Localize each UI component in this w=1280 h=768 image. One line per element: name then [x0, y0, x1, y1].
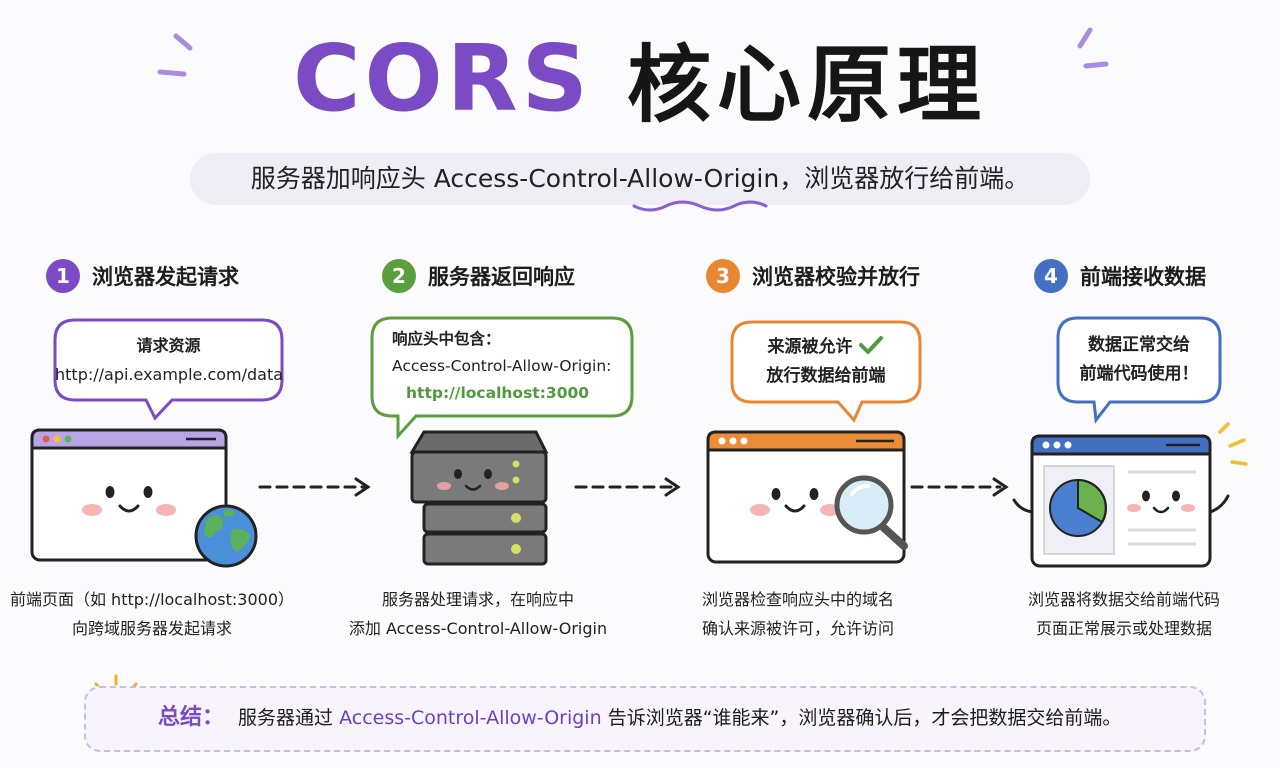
step-3-caption-line-1: 浏览器检查响应头中的域名: [701, 590, 894, 609]
summary-highlight: Access-Control-Allow-Origin: [339, 707, 602, 729]
speech-bubble-2: [370, 316, 634, 440]
step-3-heading: 3 浏览器校验并放行: [706, 258, 920, 294]
summary-after: 告诉浏览器“谁能来”，浏览器确认后，才会把数据交给前端。: [607, 707, 1122, 729]
step-1-caption-line-2: 向跨域服务器发起请求: [71, 619, 232, 638]
step-4-label: 前端接收数据: [1080, 265, 1206, 289]
summary-label: 总结：: [158, 705, 225, 730]
page-title: CORS 核心原理: [0, 18, 1280, 134]
speech-bubble-1: [53, 318, 284, 421]
step-3-caption: 浏览器检查响应头中的域名 确认来源被许可，允许访问: [648, 585, 948, 643]
bubble-2-text: 响应头中包含： Access-Control-Allow-Origin: htt…: [392, 326, 628, 407]
browser-window-1: [30, 428, 228, 562]
step-2-caption: 服务器处理请求，在响应中 添加 Access-Control-Allow-Ori…: [328, 585, 628, 643]
magnifier-icon: [834, 475, 908, 550]
checkmark-icon: [859, 336, 884, 354]
step-4-number: 4: [1034, 259, 1068, 293]
bubble-3-text: 来源被允许 放行数据给前端: [732, 333, 920, 391]
bubble-1-line-1: 请求资源: [136, 336, 201, 355]
summary-text: 总结： 服务器通过 Access-Control-Allow-Origin 告诉浏…: [158, 703, 1121, 733]
step-3-label: 浏览器校验并放行: [752, 265, 920, 289]
step-1-caption: 前端页面（如 http://localhost:3000） 向跨域服务器发起请求: [2, 585, 302, 643]
arrow-3-to-4: [910, 477, 1009, 497]
bubble-4-line-2: 前端代码使用！: [1079, 364, 1199, 384]
server-icon: [409, 430, 549, 566]
subtitle-underline: [632, 200, 768, 212]
globe-icon: [194, 504, 258, 568]
step-4-caption-line-2: 页面正常展示或处理数据: [1035, 619, 1212, 638]
summary-before: 服务器通过: [238, 707, 334, 729]
step-1-number: 1: [46, 259, 80, 293]
bubble-1-text: 请求资源 http://api.example.com/data: [55, 331, 284, 389]
step-1-label: 浏览器发起请求: [92, 265, 239, 289]
step-2-heading: 2 服务器返回响应: [382, 258, 575, 294]
step-4-caption-line-1: 浏览器将数据交给前端代码: [1027, 590, 1220, 609]
title-cn: 核心原理: [626, 36, 987, 134]
step-3-number: 3: [706, 259, 740, 293]
step-2-number: 2: [382, 259, 416, 293]
browser-window-4: [1012, 434, 1230, 568]
bubble-2-line-3: http://localhost:3000: [406, 384, 590, 402]
step-3-caption-line-2: 确认来源被许可，允许访问: [701, 619, 894, 638]
step-2-caption-line-2: 添加 Access-Control-Allow-Origin: [348, 619, 608, 638]
step-4-heading: 4 前端接收数据: [1034, 258, 1206, 294]
subtitle-banner: 服务器加响应头 Access-Control-Allow-Origin，浏览器放…: [190, 153, 1090, 205]
title-sparkles: [157, 27, 1109, 77]
step-1-heading: 1 浏览器发起请求: [46, 258, 239, 294]
bubble-1-line-2: http://api.example.com/data: [55, 365, 284, 384]
bubble-2-line-2: Access-Control-Allow-Origin:: [392, 357, 612, 375]
bubble-3-line-1: 来源被允许: [767, 337, 853, 357]
summary-box: [84, 686, 1206, 752]
bubble-4-line-1: 数据正常交给: [1088, 335, 1190, 355]
step-1-caption-line-1: 前端页面（如 http://localhost:3000）: [9, 590, 295, 609]
step-2-label: 服务器返回响应: [428, 265, 575, 289]
bubble-2-line-1: 响应头中包含：: [392, 330, 501, 348]
title-main: CORS: [293, 25, 592, 132]
arrow-1-to-2: [258, 477, 371, 497]
bubble-4-text: 数据正常交给 前端代码使用！: [1058, 331, 1220, 389]
step-2-caption-line-1: 服务器处理请求，在响应中: [381, 590, 574, 609]
step-4-caption: 浏览器将数据交给前端代码 页面正常展示或处理数据: [974, 585, 1274, 643]
arrow-2-to-3: [574, 477, 681, 497]
sparkle-icon: [1218, 422, 1248, 466]
speech-bubble-4: [1056, 316, 1222, 424]
bubble-3-line-2: 放行数据给前端: [766, 366, 886, 386]
